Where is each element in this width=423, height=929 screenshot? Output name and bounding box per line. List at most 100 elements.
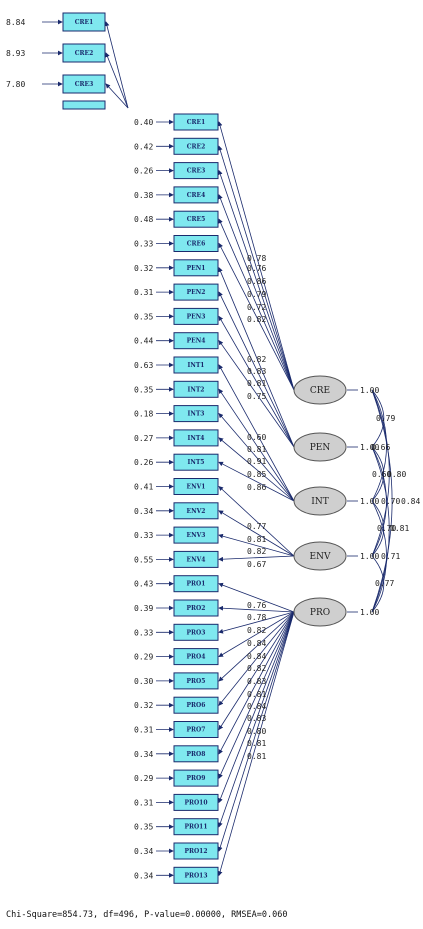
indicator-label: ENV2 xyxy=(187,508,206,515)
loading-arrow xyxy=(218,582,295,613)
indicator-label: PEN4 xyxy=(187,338,206,345)
loading-value: 0.82 xyxy=(247,547,266,556)
loading-arrow xyxy=(218,315,295,448)
indicator-box: PRO6 xyxy=(173,696,219,714)
indicator-box: PRO2 xyxy=(173,599,219,617)
error-value: 0.40 xyxy=(134,118,153,127)
indicator-rect xyxy=(173,307,219,325)
loading-value: 0.82 xyxy=(247,626,266,635)
error-group: 0.48 xyxy=(134,215,174,224)
indicator-label: PEN1 xyxy=(187,265,206,272)
fit-statistics: Chi-Square=854.73, df=496, P-value=0.000… xyxy=(6,910,288,920)
loading-value: 0.91 xyxy=(247,457,266,466)
indicator-rect xyxy=(173,793,219,811)
variance-group: 1.00 xyxy=(347,552,379,561)
latent-label: PRO xyxy=(310,608,330,618)
variance-value: 1.00 xyxy=(360,552,379,561)
covariance-value: 0.80 xyxy=(387,470,406,479)
loading-value: 0.81 xyxy=(247,752,266,761)
indicator-label: ENV1 xyxy=(187,484,206,491)
covariance-value: 0.70 xyxy=(381,497,400,506)
indicator-rect xyxy=(173,842,219,860)
top-error-value: 8.93 xyxy=(6,49,25,58)
indicator-label: INT5 xyxy=(188,459,205,466)
indicator-label: PRO1 xyxy=(187,581,206,588)
loading-arrow xyxy=(218,510,295,557)
error-group: 0.26 xyxy=(134,458,174,467)
indicator-rect xyxy=(173,648,219,666)
error-value: 0.31 xyxy=(134,798,153,807)
loading-arrow xyxy=(218,218,295,391)
loading-arrow xyxy=(218,437,295,502)
covariance-value: 0.70 xyxy=(377,524,396,533)
error-value: 0.33 xyxy=(134,628,153,637)
covariance-arc xyxy=(371,500,385,557)
loading-arrow xyxy=(218,412,295,502)
error-group: 0.29 xyxy=(134,653,174,662)
error-value: 0.34 xyxy=(134,507,153,516)
indicator-box: CRE5 xyxy=(173,210,219,228)
latent-label: INT xyxy=(311,497,328,507)
variance-value: 1.00 xyxy=(360,386,379,395)
indicator-box: ENV2 xyxy=(173,502,219,520)
covariance-arc xyxy=(371,389,385,448)
error-value: 0.35 xyxy=(134,385,153,394)
loading-value: 0.79 xyxy=(247,290,266,299)
latent-ellipse xyxy=(293,541,347,571)
loading-value: 0.75 xyxy=(247,392,266,401)
indicator-box: INT2 xyxy=(173,380,219,398)
error-group: 0.34 xyxy=(134,507,174,516)
top-indicator-box: CRE2 xyxy=(62,43,106,63)
indicator-box: PRO13 xyxy=(173,866,219,884)
latent-ellipse xyxy=(293,597,347,627)
indicator-box: PRO9 xyxy=(173,769,219,787)
error-group: 0.33 xyxy=(134,531,174,540)
error-group: 0.31 xyxy=(134,288,174,297)
error-group: 0.34 xyxy=(134,750,174,759)
error-group: 0.40 xyxy=(134,118,174,127)
loading-arrow xyxy=(218,611,295,731)
loading-arrow xyxy=(218,611,295,779)
covariance-arc xyxy=(371,555,385,613)
error-group: 0.44 xyxy=(134,337,174,346)
indicator-rect xyxy=(173,696,219,714)
indicator-label: PRO2 xyxy=(187,605,206,612)
error-value: 0.41 xyxy=(134,483,153,492)
loading-arrow xyxy=(218,611,295,682)
loading-value: 0.82 xyxy=(247,664,266,673)
indicator-rect xyxy=(173,769,219,787)
indicator-label: CRE1 xyxy=(187,119,206,126)
covariance-arc xyxy=(371,389,393,613)
error-group: 0.26 xyxy=(134,167,174,176)
loading-value: 0.84 xyxy=(247,702,266,711)
error-value: 0.55 xyxy=(134,555,153,564)
indicator-box: PRO4 xyxy=(173,648,219,666)
error-value: 0.34 xyxy=(134,871,153,880)
error-group: 0.34 xyxy=(134,847,174,856)
indicator-label: PEN3 xyxy=(187,313,206,320)
error-group: 0.32 xyxy=(134,264,174,273)
loading-arrows: 0.780.760.860.790.720.820.820.830.810.75… xyxy=(217,121,295,877)
loading-arrow xyxy=(218,485,295,557)
variance-group: 1.00 xyxy=(347,608,379,617)
indicator-box: PRO12 xyxy=(173,842,219,860)
covariance-arc xyxy=(371,500,387,613)
loading-arrow xyxy=(218,605,295,613)
error-group: 0.34 xyxy=(134,871,174,880)
error-value: 0.63 xyxy=(134,361,153,370)
error-group: 0.32 xyxy=(134,701,174,710)
indicator-rect xyxy=(173,186,219,204)
indicator-label: CRE3 xyxy=(187,168,206,175)
covariance-value: 0.79 xyxy=(376,414,395,423)
indicator-box: INT1 xyxy=(173,356,219,374)
loading-arrow xyxy=(218,611,295,828)
loading-value: 0.60 xyxy=(247,433,266,442)
indicator-label: INT2 xyxy=(188,386,205,393)
indicator-box: ENV3 xyxy=(173,526,219,544)
indicator-box: PRO3 xyxy=(173,623,219,641)
latent-factor: CRE xyxy=(293,375,347,405)
covariance-value: 0.71 xyxy=(381,552,400,561)
indicator-boxes: CRE10.40CRE20.42CRE30.26CRE40.38CRE50.48… xyxy=(134,113,219,884)
loading-arrow xyxy=(218,611,295,658)
